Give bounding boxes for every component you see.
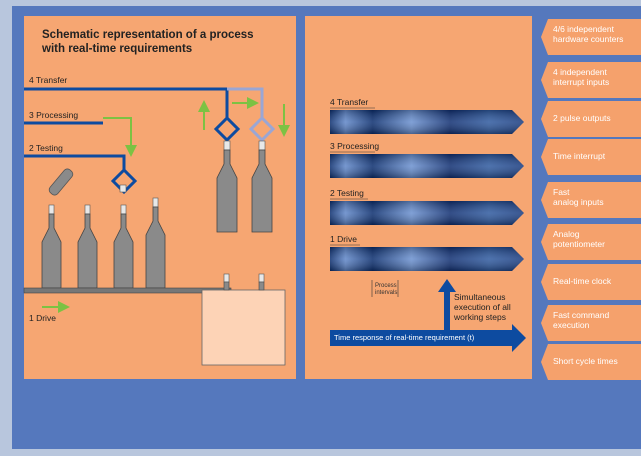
diagram-title-line1: Schematic representation of a process	[42, 29, 254, 41]
feature-analog-inputs-line1: Fast	[553, 187, 570, 197]
simultaneous-label-2: execution of all	[454, 302, 511, 312]
feature-hardware-counters: 4/6 independent hardware counters	[553, 24, 639, 44]
diagram-title-line2: with real-time requirements	[42, 43, 193, 55]
band-transfer	[330, 110, 524, 134]
feature-fast-command-line2: execution	[553, 319, 590, 330]
simultaneous-label-1: Simultaneous	[454, 292, 506, 302]
band-drive	[330, 247, 524, 271]
feature-short-cycle-line1: Short cycle times	[553, 356, 618, 366]
feature-hardware-counters-line2: hardware counters	[553, 33, 624, 44]
feature-interrupt-inputs-line2: interrupt inputs	[553, 76, 610, 87]
left-step-drive: 1 Drive	[29, 313, 56, 323]
feature-time-interrupt: Time interrupt	[553, 151, 639, 162]
feature-interrupt-inputs-line1: 4 independent	[553, 67, 607, 77]
bottle-lifted-2	[251, 140, 273, 233]
feature-real-time-clock: Real-time clock	[553, 276, 639, 287]
process-intervals-label-1: Process	[375, 283, 397, 289]
test-probe	[48, 168, 74, 196]
feature-analog-inputs: Fast analog inputs	[553, 187, 639, 207]
timeline-label-transfer: 4 Transfer	[330, 97, 369, 107]
feature-analog-potentiometer-line1: Analog	[553, 229, 580, 239]
feature-analog-potentiometer: Analog potentiometer	[553, 229, 639, 249]
feature-tags	[541, 19, 641, 380]
testing-line	[24, 154, 126, 170]
left-step-transfer: 4 Transfer	[29, 75, 68, 85]
left-step-testing: 2 Testing	[29, 143, 63, 153]
feature-analog-potentiometer-line2: potentiometer	[553, 238, 605, 249]
feature-pulse-outputs-line1: 2 pulse outputs	[553, 113, 611, 123]
bottle-lifted-1	[216, 140, 238, 233]
simultaneous-label-3: working steps	[454, 312, 506, 322]
feature-short-cycle: Short cycle times	[553, 356, 639, 367]
storage-cabinet	[201, 289, 286, 366]
feature-hardware-counters-line1: 4/6 independent	[553, 24, 614, 34]
feature-fast-command: Fast command execution	[553, 310, 639, 330]
time-response-label: Time response of real-time requirement (…	[334, 333, 475, 342]
processing-arrow	[103, 117, 137, 157]
time-arrow	[330, 324, 526, 352]
band-processing	[330, 154, 524, 178]
conveyor-belt	[23, 287, 232, 294]
tested-cap	[119, 184, 127, 193]
feature-time-interrupt-line1: Time interrupt	[553, 151, 606, 161]
feature-interrupt-inputs: 4 independent interrupt inputs	[553, 67, 639, 87]
left-step-processing: 3 Processing	[29, 110, 79, 120]
process-intervals-label-2: intervals	[375, 290, 398, 296]
gripper-light	[248, 115, 276, 143]
gripper-dark	[213, 115, 241, 143]
timeline-label-processing: 3 Processing	[330, 141, 380, 151]
feature-pulse-outputs: 2 pulse outputs	[553, 113, 639, 124]
middle-panel	[305, 16, 532, 379]
cabinet-bottle-1	[223, 273, 230, 291]
transfer-line-return	[227, 87, 264, 118]
cabinet-bottle-2	[258, 273, 265, 291]
timeline-label-drive: 1 Drive	[330, 234, 357, 244]
feature-real-time-clock-line1: Real-time clock	[553, 276, 612, 286]
feature-fast-command-line1: Fast command	[553, 310, 610, 320]
feature-analog-inputs-line2: analog inputs	[553, 196, 604, 207]
band-testing	[330, 201, 524, 225]
simultaneous-arrow	[438, 279, 456, 332]
timeline-label-testing: 2 Testing	[330, 188, 364, 198]
